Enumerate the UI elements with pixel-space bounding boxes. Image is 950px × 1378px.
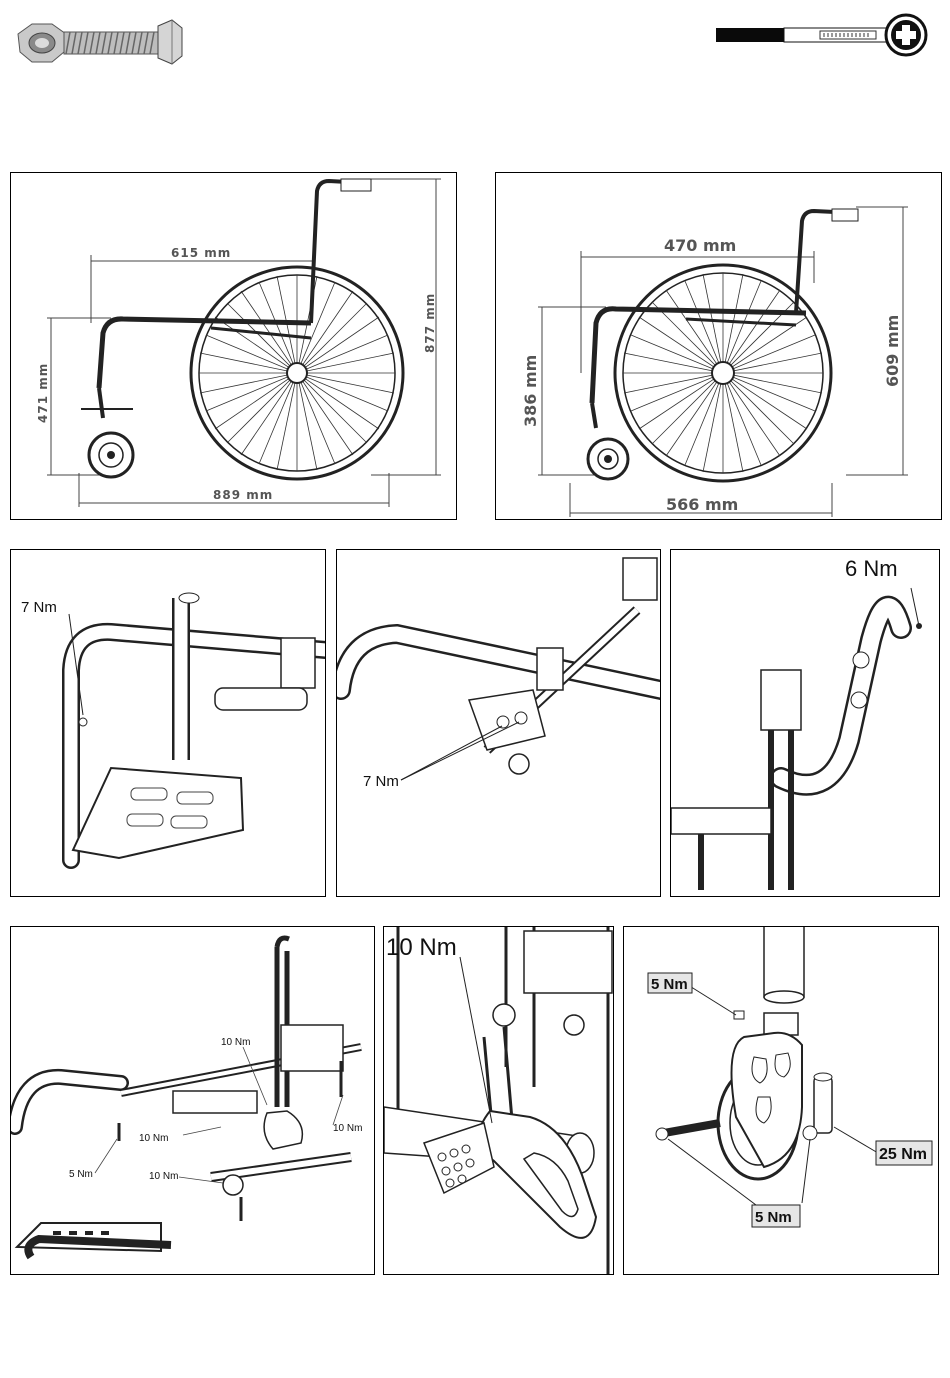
frame-assembly-drawing: 10 Nm 10 Nm 10 Nm 10 Nm 5 Nm	[11, 927, 375, 1275]
armrest-torque-label: 7 Nm	[363, 773, 399, 790]
frame-torque-right-label: 10 Nm	[333, 1123, 362, 1134]
folded-back-height-dimension: 609 mm	[883, 315, 902, 387]
castor-fork-panel: 5 Nm 25 Nm 5 Nm	[623, 926, 939, 1275]
front-height-dimension: 471 mm	[36, 363, 50, 423]
push-handle-drawing: 6 Nm	[671, 550, 940, 897]
castor-torque-axle-label: 25 Nm	[879, 1146, 927, 1163]
armrest-clamp-drawing: 7 Nm	[337, 550, 661, 897]
frame-assembly-panel: 10 Nm 10 Nm 10 Nm 10 Nm 5 Nm	[10, 926, 375, 1275]
push-handle-panel: 6 Nm	[670, 549, 940, 897]
frame-torque-bottom-label: 10 Nm	[149, 1171, 178, 1182]
footrest-torque-label: 7 Nm	[21, 599, 57, 616]
castor-torque-bottom-label: 5 Nm	[755, 1209, 792, 1226]
frame-torque-pin-label: 5 Nm	[69, 1169, 93, 1180]
length-dimension: 889 mm	[213, 488, 273, 502]
armrest-clamp-panel: 7 Nm	[336, 549, 661, 897]
push-handle-torque-label: 6 Nm	[845, 556, 898, 581]
hex-key-icon	[714, 13, 934, 57]
frame-torque-top-label: 10 Nm	[221, 1037, 250, 1048]
bolt-and-nut-icon	[12, 16, 184, 68]
side-view-wheelchair-drawing: 615 mm 471 mm 877 mm 889 mm	[11, 173, 457, 520]
folded-length-dimension: 566 mm	[666, 495, 738, 514]
brake-detail-drawing: 10 Nm	[384, 927, 614, 1275]
seat-depth-dimension: 615 mm	[171, 246, 231, 260]
castor-torque-bottom-box: 5 Nm	[752, 1205, 800, 1227]
footrest-clamp-drawing: 7 Nm	[11, 550, 326, 897]
footrest-clamp-panel: 7 Nm	[10, 549, 326, 897]
side-view-dimension-panel: 615 mm 471 mm 877 mm 889 mm	[10, 172, 457, 520]
castor-torque-axle-box: 25 Nm	[876, 1141, 932, 1165]
frame-torque-left-label: 10 Nm	[139, 1133, 168, 1144]
brake-detail-panel: 10 Nm	[383, 926, 614, 1275]
castor-torque-top-box: 5 Nm	[648, 973, 692, 993]
folded-seat-depth-dimension: 470 mm	[664, 236, 736, 255]
folded-view-dimension-panel: 470 mm 386 mm 609 mm 566 mm	[495, 172, 942, 520]
folded-view-wheelchair-drawing: 470 mm 386 mm 609 mm 566 mm	[496, 173, 942, 520]
back-height-dimension: 877 mm	[423, 293, 437, 353]
folded-front-height-dimension: 386 mm	[521, 355, 540, 427]
castor-fork-drawing: 5 Nm 25 Nm 5 Nm	[624, 927, 939, 1275]
brake-torque-label: 10 Nm	[386, 934, 457, 961]
castor-torque-top-label: 5 Nm	[651, 976, 688, 993]
